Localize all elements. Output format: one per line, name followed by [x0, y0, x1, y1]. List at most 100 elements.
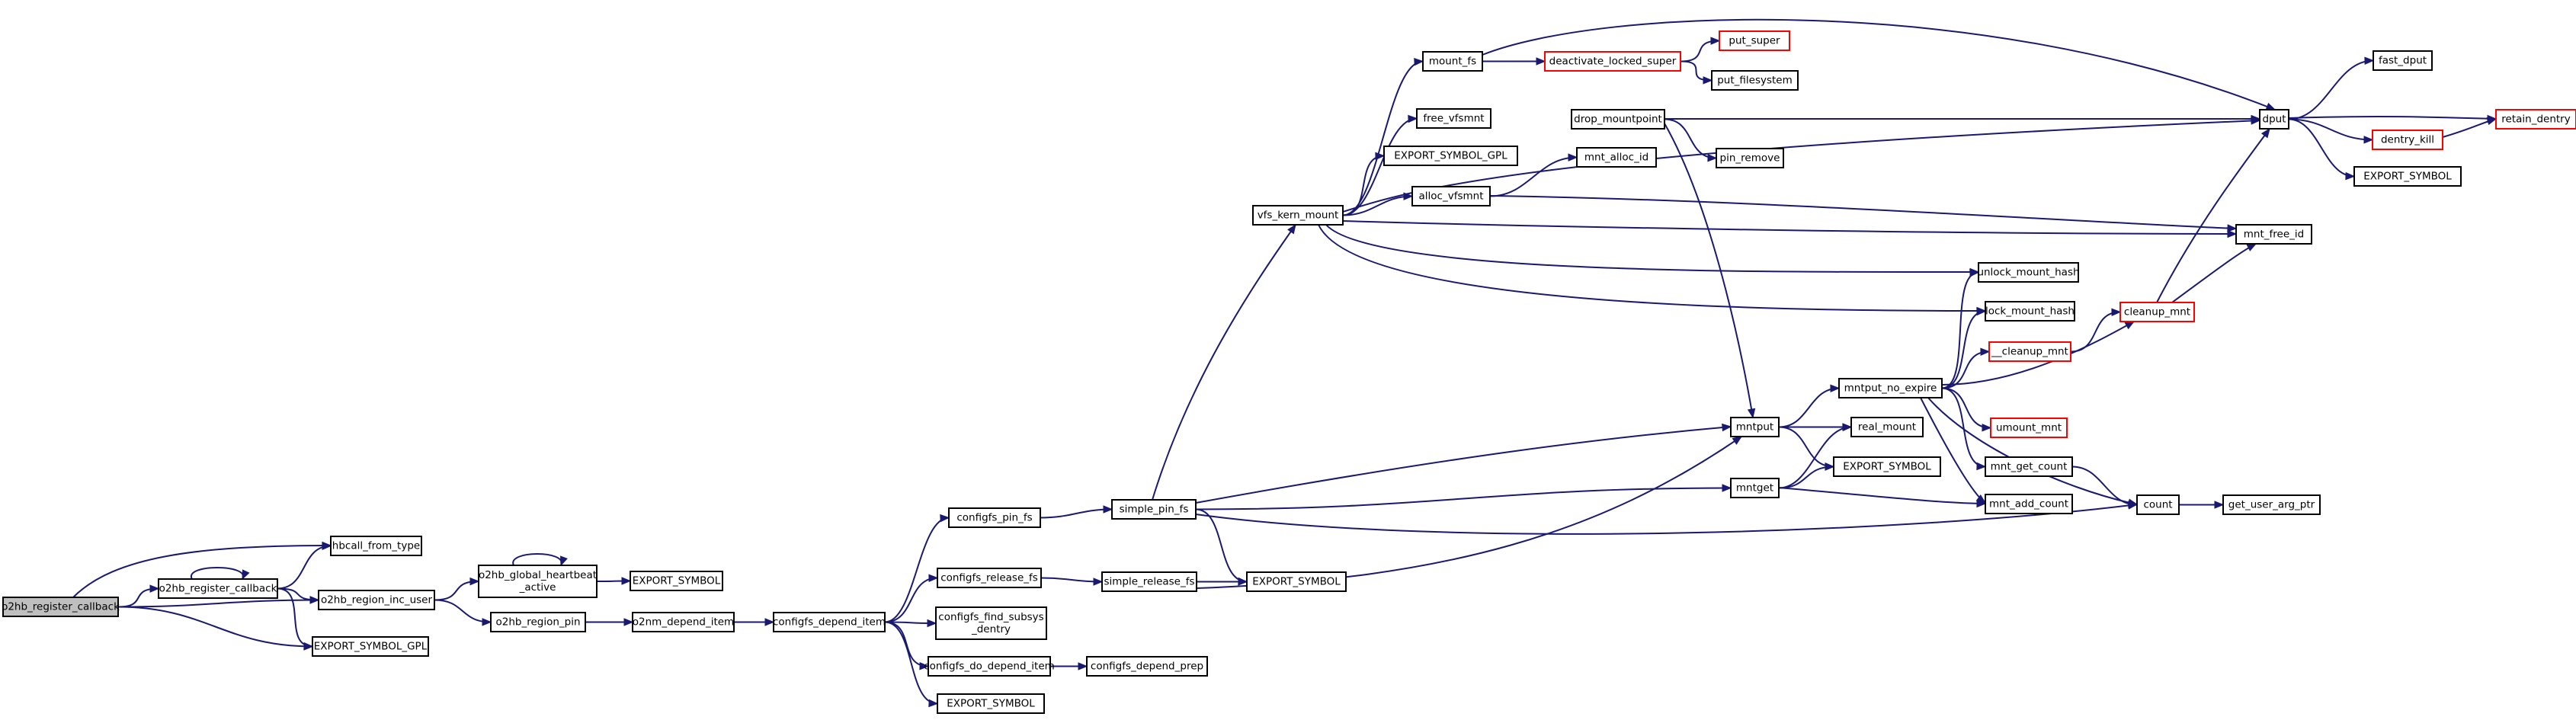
node-es_s[interactable]: EXPORT_SYMBOL: [1246, 571, 1347, 592]
node-box: [928, 656, 1051, 677]
node-cpin[interactable]: configfs_pin_fs: [948, 507, 1041, 528]
edge-mntputne-to-unlock: [1941, 269, 1980, 389]
node-box: [2, 597, 119, 617]
node-es_m[interactable]: EXPORT_SYMBOL: [1833, 456, 1941, 477]
edge-arrowhead: [1568, 153, 1578, 162]
edge-arrowhead: [1710, 37, 1721, 45]
node-cdep[interactable]: configfs_depend_item: [773, 612, 886, 632]
node-mntput[interactable]: mntput: [1730, 417, 1780, 437]
node-label: EXPORT_SYMBOL: [2363, 171, 2452, 183]
node-label: configfs_find_subsys: [938, 611, 1043, 623]
node-box: [490, 612, 586, 632]
node-lock[interactable]: lock_mount_hash: [1985, 301, 2075, 322]
node-spin[interactable]: simple_pin_fs: [1111, 499, 1197, 520]
edge-line: [1927, 397, 2138, 505]
node-fastdput[interactable]: fast_dput: [2373, 50, 2433, 71]
node-cdodep[interactable]: configfs_do_depend_item: [924, 656, 1055, 677]
node-box: [1711, 70, 1799, 91]
node-crel[interactable]: configfs_release_fs: [937, 568, 1042, 588]
node-label: unlock_mount_hash: [1977, 267, 2079, 279]
node-dkill[interactable]: dentry_kill: [2372, 130, 2443, 150]
edge-line: [1152, 224, 1296, 501]
node-cprep[interactable]: configfs_depend_prep: [1086, 656, 1208, 677]
node-label: configfs_do_depend_item: [924, 661, 1055, 673]
node-label: EXPORT_SYMBOL: [947, 698, 1035, 710]
node-deact[interactable]: deactivate_locked_super: [1544, 51, 1681, 72]
edge-arrowhead: [1975, 494, 1987, 504]
node-mntputne[interactable]: mntput_no_expire: [1838, 378, 1943, 398]
node-label: __cleanup_mnt: [1991, 346, 2068, 358]
edge-line: [1342, 60, 1424, 216]
edge-mntputne-to-umount: [1941, 387, 1992, 432]
node-mntget[interactable]: mntget: [1730, 478, 1780, 498]
edge-mntputne-to-count: [1927, 397, 2139, 507]
node-addcount[interactable]: mnt_add_count: [1985, 494, 2073, 514]
edge-line: [277, 587, 313, 648]
node-getuser[interactable]: get_user_arg_ptr: [2222, 494, 2321, 515]
node-depend[interactable]: o2nm_depend_item: [632, 612, 735, 632]
edge-dput-to-fastdput: [2288, 56, 2375, 120]
node-root[interactable]: o2hb_register_callback: [2, 597, 120, 617]
node-es_cfg[interactable]: EXPORT_SYMBOL: [937, 693, 1045, 714]
node-box: [935, 606, 1047, 640]
node-label: mount_fs: [1429, 56, 1476, 68]
edge-spin-to-mntput: [1195, 423, 1732, 504]
edge-line: [1941, 310, 1986, 389]
node-box: [2353, 166, 2462, 187]
node-vfs[interactable]: vfs_kern_mount: [1252, 205, 1344, 226]
node-cleanupm[interactable]: __cleanup_mnt: [1988, 341, 2071, 362]
node-srel[interactable]: simple_release_fs: [1101, 571, 1197, 592]
node-box: [1422, 51, 1483, 72]
node-mountfs[interactable]: mount_fs: [1422, 51, 1483, 72]
edge-arrowhead: [2111, 308, 2122, 317]
edge-line: [1195, 508, 1248, 583]
node-putfs[interactable]: put_filesystem: [1711, 70, 1799, 91]
node-count[interactable]: count: [2136, 494, 2180, 515]
edge-regpin-to-depend: [585, 618, 634, 626]
edge-deact-to-putsuper: [1680, 37, 1721, 62]
node-cfind[interactable]: configfs_find_subsys_dentry: [935, 606, 1047, 640]
node-regcb[interactable]: o2hb_register_callback: [158, 578, 278, 599]
node-label: o2hb_region_pin: [495, 616, 580, 629]
node-umount[interactable]: umount_mnt: [1990, 418, 2068, 438]
node-hbcall[interactable]: hbcall_from_type: [330, 536, 422, 556]
edge-arrowhead: [1414, 57, 1424, 66]
node-realmount[interactable]: real_mount: [1850, 417, 1924, 437]
edge-arrowhead: [1722, 484, 1732, 492]
node-esgpl2[interactable]: EXPORT_SYMBOL_GPL: [1383, 146, 1518, 166]
node-unlock[interactable]: unlock_mount_hash: [1977, 262, 2080, 283]
edge-vfs-to-mountfs: [1342, 57, 1424, 216]
node-cleanup[interactable]: cleanup_mnt: [2119, 302, 2195, 322]
edge-arrowhead: [1969, 269, 1980, 277]
node-mntallocid[interactable]: mnt_alloc_id: [1576, 147, 1657, 168]
node-freevfs[interactable]: free_vfsmnt: [1416, 108, 1491, 129]
node-dropmp[interactable]: drop_mountpoint: [1571, 109, 1665, 130]
node-pinrm[interactable]: pin_remove: [1716, 148, 1784, 168]
node-allocvfs[interactable]: alloc_vfsmnt: [1411, 186, 1491, 206]
node-freeid[interactable]: mnt_free_id: [2235, 224, 2312, 245]
edge-arrowhead: [1732, 436, 1743, 445]
edge-arrowhead: [1238, 578, 1248, 586]
node-putsuper[interactable]: put_super: [1719, 30, 1790, 51]
node-retain[interactable]: retain_dentry: [2495, 109, 2576, 130]
edge-arrowhead: [1842, 423, 1853, 432]
edge-line: [884, 621, 929, 667]
edge-arrowhead: [1375, 152, 1386, 161]
node-incuser[interactable]: o2hb_region_inc_user: [318, 590, 435, 610]
edge-srel-to-es_s: [1197, 578, 1248, 586]
edge-line: [1489, 156, 1578, 197]
node-glob[interactable]: o2hb_global_heartbeat_active: [478, 565, 598, 598]
node-es1[interactable]: EXPORT_SYMBOL: [630, 571, 723, 591]
edge-cleanupm-to-cleanup: [2070, 308, 2122, 353]
edge-line: [512, 553, 562, 566]
edge-arrowhead: [1536, 57, 1546, 66]
node-dput[interactable]: dput: [2259, 109, 2289, 130]
edge-line: [1778, 426, 1834, 468]
node-regpin[interactable]: o2hb_region_pin: [490, 612, 586, 632]
node-getcount[interactable]: mnt_get_count: [1985, 456, 2073, 477]
node-es_d[interactable]: EXPORT_SYMBOL: [2353, 166, 2462, 187]
node-esgpl1[interactable]: EXPORT_SYMBOL_GPL: [312, 636, 429, 657]
node-label: mntget: [1736, 482, 1773, 494]
edge-line: [1941, 387, 1986, 468]
node-label: umount_mnt: [1996, 422, 2062, 434]
